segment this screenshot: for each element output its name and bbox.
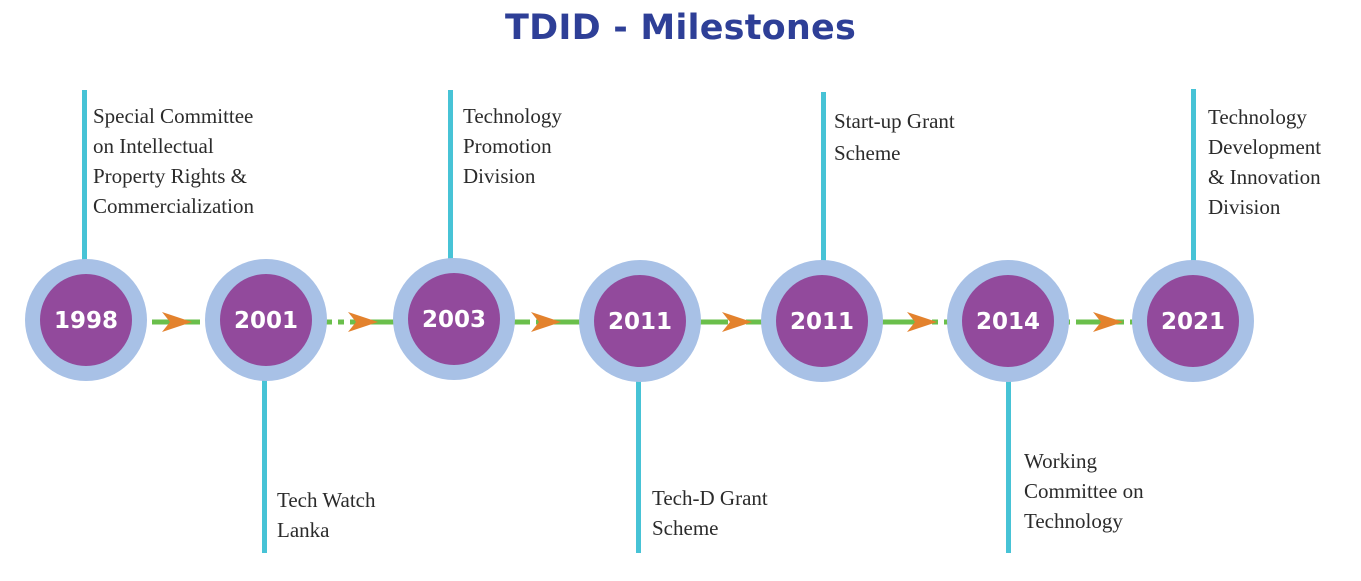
label-line: Scheme (834, 141, 901, 165)
milestone-year: 1998 (54, 308, 118, 334)
label-line: Property Rights & (93, 164, 248, 188)
milestone-stem (262, 378, 267, 553)
label-line: on Intellectual (93, 134, 214, 158)
milestone-year: 2011 (608, 309, 672, 335)
label-line: Division (1208, 195, 1281, 219)
arrow-icon (162, 312, 192, 332)
arrow-icon (722, 312, 752, 332)
label-line: Technology (1024, 509, 1123, 533)
label-line: Special Committee (93, 104, 254, 128)
milestone-label-2001: Tech Watch Lanka (277, 485, 376, 545)
milestone-year: 2001 (234, 308, 298, 334)
milestone-label-2011-startup: Start-up Grant Scheme (834, 105, 955, 169)
milestone-node-2021: 2021 (1132, 260, 1254, 382)
label-line: Lanka (277, 518, 330, 542)
milestone-label-2003: Technology Promotion Division (463, 101, 562, 191)
label-line: Promotion (463, 134, 552, 158)
label-line: Development (1208, 135, 1322, 159)
milestone-stem (636, 378, 641, 553)
milestone-label-2021: Technology Development & Innovation Divi… (1208, 102, 1321, 222)
milestone-year: 2021 (1161, 309, 1225, 335)
label-line: Division (463, 164, 536, 188)
arrow-icon (348, 312, 378, 332)
milestone-year: 2011 (790, 309, 854, 335)
arrow-icon (907, 312, 937, 332)
label-line: Start-up Grant (834, 109, 955, 133)
milestone-node-2011: 2011 (761, 260, 883, 382)
milestone-node-2011: 2011 (579, 260, 701, 382)
milestone-stem (1191, 89, 1196, 265)
label-line: Commercialization (93, 194, 254, 218)
label-line: Committee on (1024, 479, 1144, 503)
milestone-node-2003: 2003 (393, 258, 515, 380)
milestone-label-2014: Working Committee on Technology (1024, 446, 1144, 536)
arrow-icon (531, 312, 561, 332)
label-line: & Innovation (1208, 165, 1321, 189)
label-line: Scheme (652, 516, 719, 540)
milestone-stem (448, 90, 453, 265)
milestone-node-1998: 1998 (25, 259, 147, 381)
label-line: Technology (1208, 105, 1307, 129)
milestone-year: 2003 (422, 307, 486, 333)
milestone-stem (82, 90, 87, 265)
milestone-label-2011-techd: Tech-D Grant Scheme (652, 483, 768, 543)
label-line: Tech-D Grant (652, 486, 768, 510)
label-line: Technology (463, 104, 562, 128)
arrow-icon (1093, 312, 1123, 332)
milestone-node-2014: 2014 (947, 260, 1069, 382)
milestone-stem (1006, 378, 1011, 553)
label-line: Tech Watch (277, 488, 376, 512)
label-line: Working (1024, 449, 1097, 473)
milestone-label-1998: Special Committee on Intellectual Proper… (93, 101, 254, 221)
milestone-year: 2014 (976, 309, 1040, 335)
milestone-stem (821, 92, 826, 265)
milestone-node-2001: 2001 (205, 259, 327, 381)
diagram-title: TDID - Milestones (505, 8, 856, 48)
